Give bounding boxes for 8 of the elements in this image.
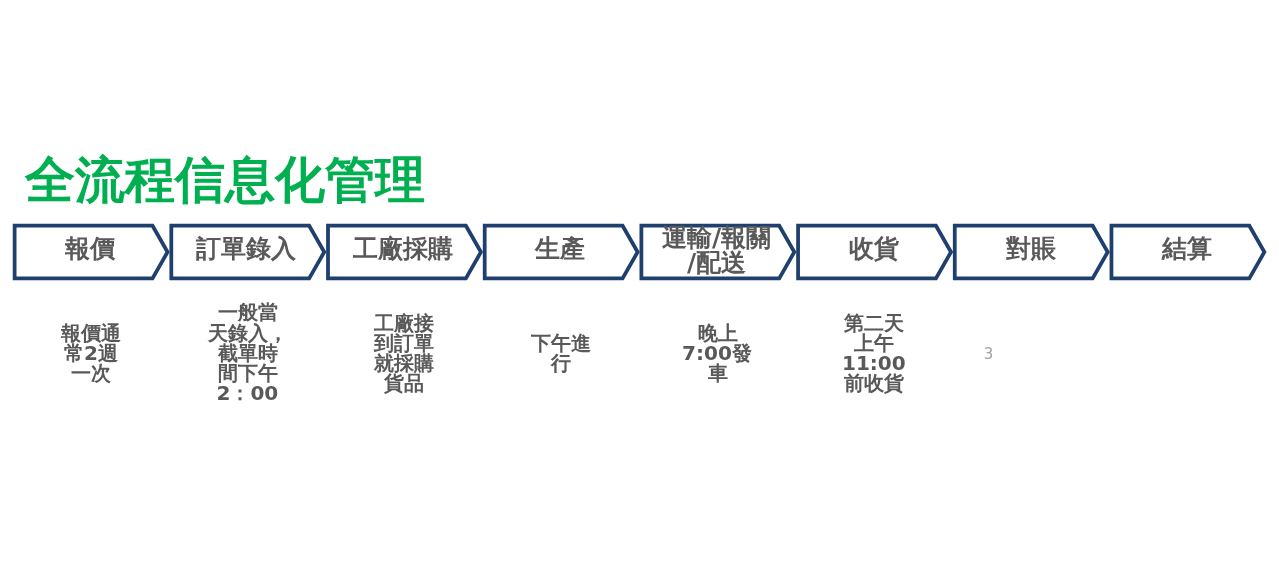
node-label: 下午進行 <box>531 330 592 375</box>
node-label: 工廠接到訂單就採購貨品 <box>374 310 435 395</box>
diagram-title: 全流程信息化管理 <box>24 149 425 209</box>
node-label: 一般當天錄入，截單時間下午2：00 <box>207 300 288 405</box>
node-label: 第二天上午11:00前收貨 <box>841 310 906 395</box>
label: 3 <box>983 344 994 363</box>
node-label: 報價通常2週一次 <box>61 320 121 385</box>
node-label: 晚上7:00發車 <box>682 320 752 385</box>
